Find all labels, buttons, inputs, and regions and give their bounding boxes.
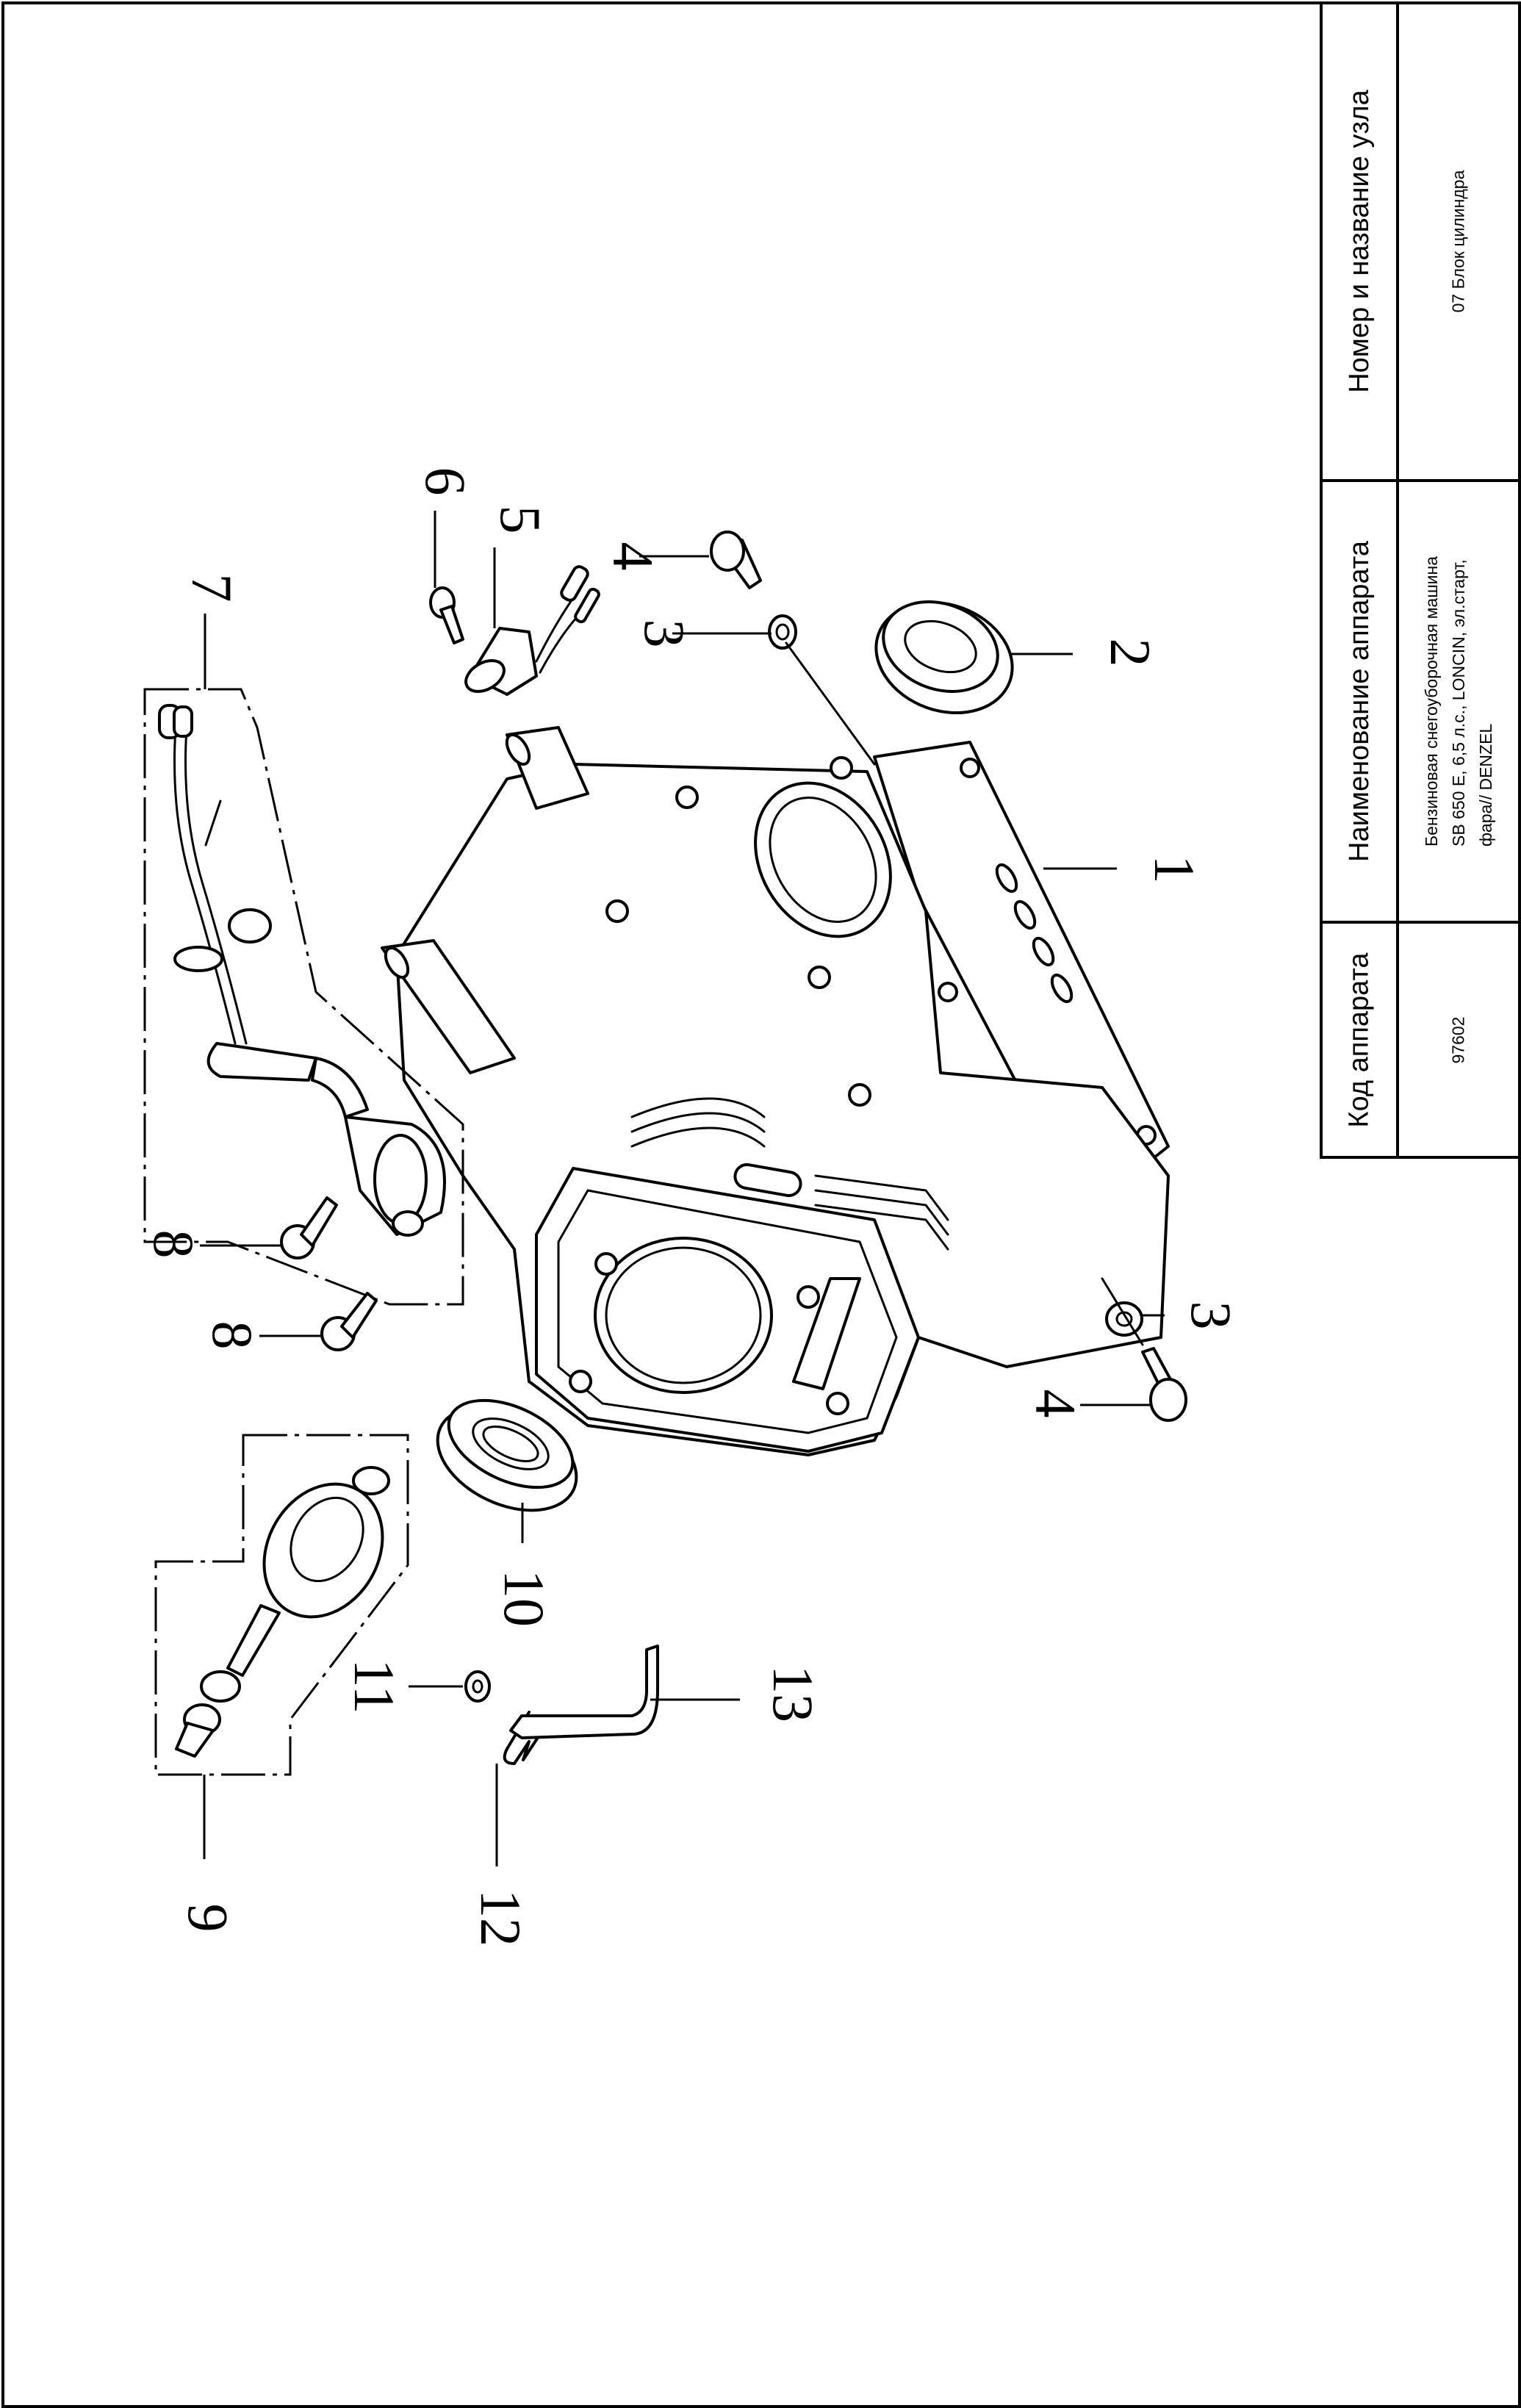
device-name-line: Бензиновая снегоуборочная машина (1421, 556, 1441, 847)
assembly-value: 07 Блок цилиндра (1448, 170, 1468, 312)
breather-hose-assembly (158, 704, 446, 1237)
bolt-8-lower (320, 1292, 378, 1351)
oil-seal (874, 600, 1014, 715)
title-block-divider-vertical (1396, 3, 1399, 1159)
device-code-value: 97602 (1448, 1016, 1468, 1063)
governor-gear-assembly (175, 1466, 390, 1758)
flange-bolt-lower (1141, 1347, 1187, 1422)
assembly-axis-line (785, 641, 876, 766)
exploded-parts-drawing: 1 2 3 4 5 6 7 8 8 3 4 9 10 11 12 13 (142, 467, 1243, 1947)
bolt-8-upper (280, 1196, 338, 1259)
governor-assembly-frame (154, 1434, 409, 1776)
title-block-border-bottom (1320, 1156, 1518, 1159)
washer-upper (768, 614, 797, 650)
callout-5: 5 (489, 506, 553, 534)
callout-6: 6 (414, 467, 478, 496)
assembly-header-cell: Номер и название узла (1323, 3, 1396, 479)
callout-12: 12 (469, 1889, 533, 1947)
breather-assembly-frame (143, 688, 464, 1306)
washer-lower (1105, 1301, 1143, 1337)
title-block-divider-row1 (1320, 479, 1518, 482)
device-code-header-cell: Код аппарата (1323, 924, 1396, 1156)
callout-8-upper: 8 (142, 1230, 206, 1259)
assembly-header: Номер и название узла (1343, 89, 1375, 393)
ball-bearing (436, 1398, 578, 1512)
title-block-divider-row2 (1320, 921, 1518, 924)
callout-labels: 1 2 3 4 5 6 7 8 8 3 4 9 10 11 12 13 (142, 467, 1243, 1947)
callout-9: 9 (176, 1904, 240, 1933)
callout-13: 13 (761, 1665, 825, 1722)
device-name-header-cell: Наименование аппарата (1323, 482, 1396, 921)
callout-4-lower: 4 (1024, 1390, 1087, 1418)
callout-1: 1 (1143, 855, 1207, 884)
device-name-header: Наименование аппарата (1343, 541, 1375, 862)
callout-8-lower: 8 (201, 1321, 265, 1350)
device-name-value-cell: Бензиновая снегоуборочная машина SB 650 … (1399, 482, 1518, 921)
callout-2: 2 (1098, 639, 1162, 667)
device-name-value: Бензиновая снегоуборочная машина SB 650 … (1418, 556, 1500, 847)
callout-3-upper: 3 (633, 619, 697, 648)
sensor-bolt (429, 586, 464, 644)
device-code-header: Код аппарата (1343, 952, 1375, 1128)
flange-bolt-upper (710, 531, 762, 589)
leader-lines (200, 511, 1165, 1866)
callout-3-lower: 3 (1179, 1301, 1243, 1330)
callout-4-upper: 4 (601, 542, 665, 571)
title-block-border-left (1320, 3, 1323, 1159)
assembly-value-cell: 07 Блок цилиндра (1399, 3, 1518, 479)
title-block: Номер и название узла 07 Блок цилиндра Н… (1320, 3, 1518, 1159)
device-name-line: SB 650 E, 6,5 л.с., LONCIN, эл.старт, (1448, 559, 1468, 847)
governor-arm-shaft (509, 1645, 659, 1739)
device-name-line: фара// DENZEL (1475, 723, 1495, 847)
oil-level-sensor (464, 565, 600, 696)
callout-10: 10 (492, 1570, 556, 1627)
cylinder-block (381, 726, 1170, 1456)
assembly-axis-line (1101, 1277, 1144, 1346)
callout-11: 11 (342, 1658, 406, 1714)
callout-7: 7 (180, 574, 244, 603)
washer-11 (464, 1670, 491, 1703)
device-code-value-cell: 97602 (1399, 924, 1518, 1156)
